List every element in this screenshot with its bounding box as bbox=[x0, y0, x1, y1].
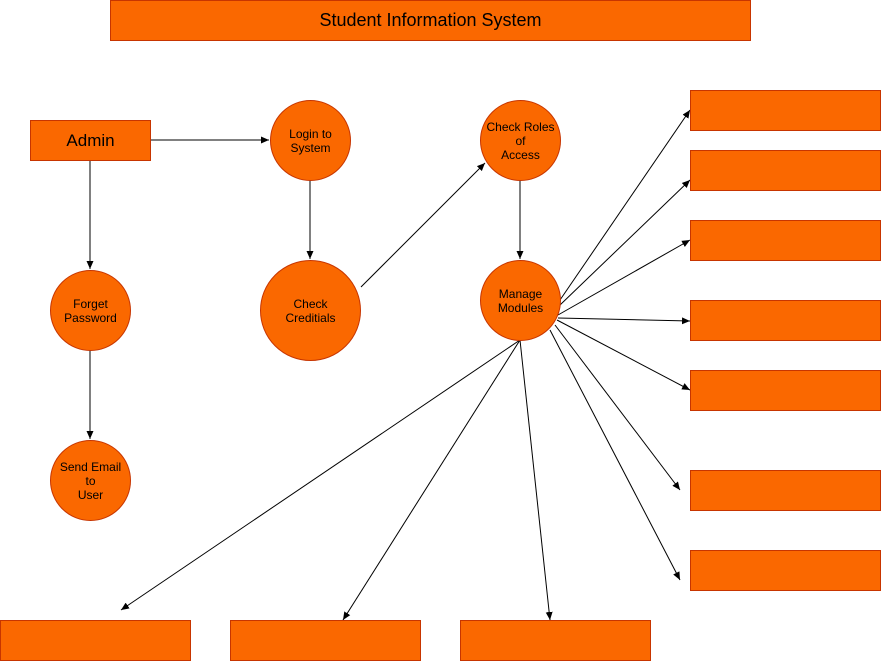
process-check-credentials-label: Check Creditials bbox=[285, 296, 336, 325]
process-login-label: Login to System bbox=[289, 126, 332, 155]
arrow-modules-to-box-6 bbox=[554, 324, 681, 491]
process-manage-modules-label: Manage Modules bbox=[497, 286, 544, 315]
arrow-credentials-to-roles bbox=[360, 162, 486, 288]
process-send-email: Send Email to User bbox=[50, 440, 131, 521]
system-title-text: Student Information System bbox=[319, 10, 542, 30]
arrow-modules-to-box-9 bbox=[342, 339, 521, 621]
process-check-credentials: Check Creditials bbox=[260, 260, 361, 361]
process-send-email-label: Send Email to User bbox=[59, 459, 122, 502]
module-box-9 bbox=[230, 620, 421, 661]
arrow-modules-to-box-5 bbox=[556, 319, 691, 391]
process-manage-modules: Manage Modules bbox=[480, 260, 561, 341]
module-box-3 bbox=[690, 220, 881, 261]
module-box-10 bbox=[460, 620, 651, 661]
module-box-7 bbox=[690, 550, 881, 591]
module-box-8 bbox=[0, 620, 191, 661]
module-box-5 bbox=[690, 370, 881, 411]
arrow-modules-to-box-7 bbox=[549, 329, 681, 581]
module-box-6 bbox=[690, 470, 881, 511]
module-box-2 bbox=[690, 150, 881, 191]
arrow-modules-to-box-8 bbox=[120, 339, 521, 611]
process-check-roles-label: Check Roles of Access bbox=[486, 119, 555, 162]
system-title: Student Information System bbox=[110, 0, 751, 41]
arrow-modules-to-box-3 bbox=[557, 239, 691, 316]
module-box-1 bbox=[690, 90, 881, 131]
module-box-4 bbox=[690, 300, 881, 341]
process-check-roles: Check Roles of Access bbox=[480, 100, 561, 181]
arrow-modules-to-box-4 bbox=[557, 317, 691, 325]
arrow-modules-to-box-10 bbox=[519, 339, 553, 621]
admin-label: Admin bbox=[66, 130, 115, 150]
process-forget-password-label: Forget Password bbox=[64, 296, 117, 325]
arrow-modules-to-box-1 bbox=[559, 109, 691, 301]
admin-entity: Admin bbox=[30, 120, 151, 161]
process-login: Login to System bbox=[270, 100, 351, 181]
process-forget-password: Forget Password bbox=[50, 270, 131, 351]
arrow-modules-to-box-2 bbox=[559, 179, 691, 306]
